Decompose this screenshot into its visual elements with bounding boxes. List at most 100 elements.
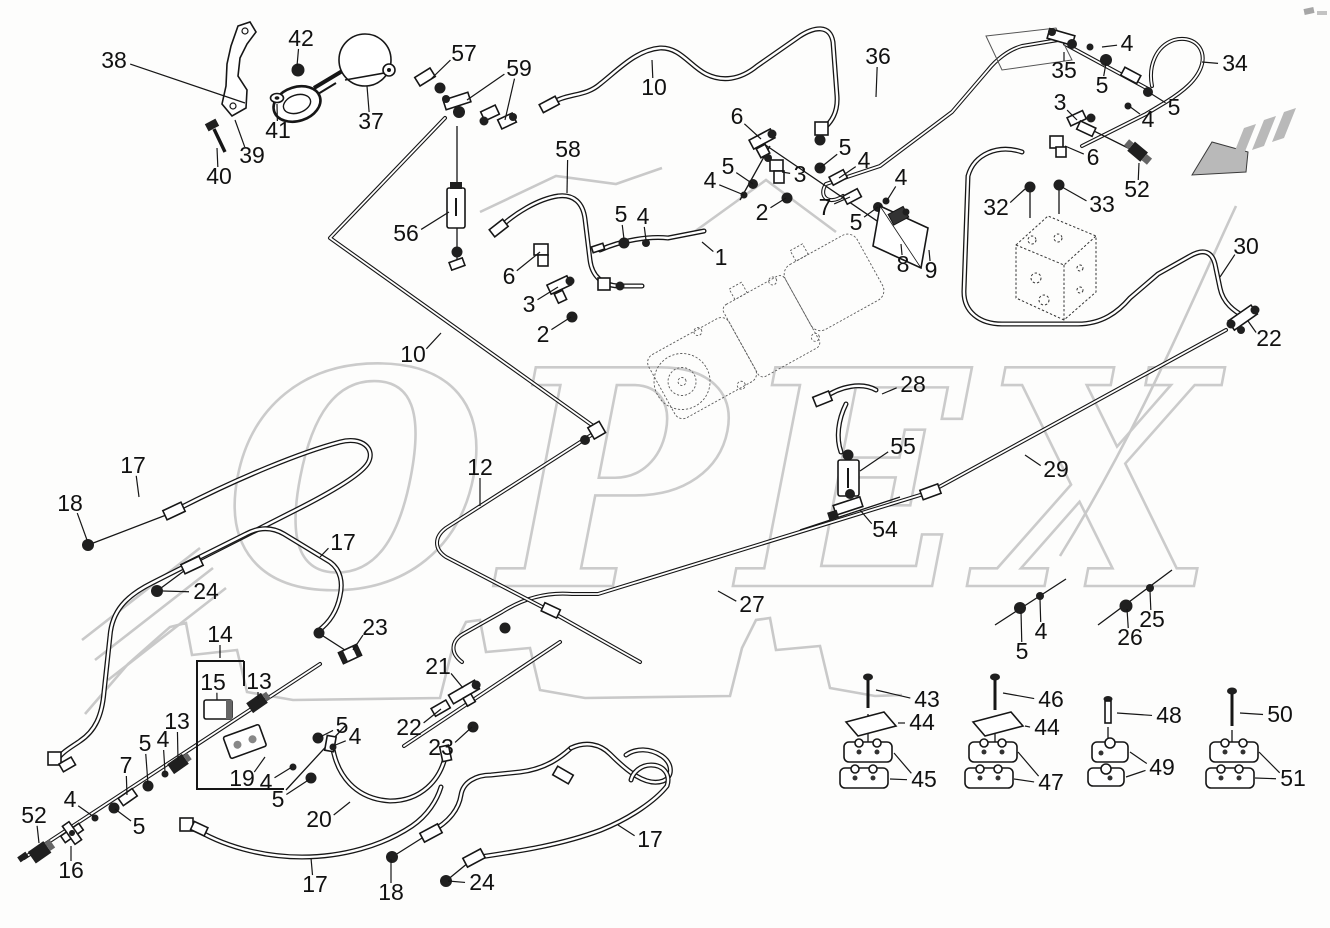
nut-17b-end xyxy=(313,627,325,639)
connector-23a xyxy=(337,643,363,665)
leader-line xyxy=(1024,725,1031,728)
clamp-assembly-50-51 xyxy=(1205,687,1259,789)
watermark-stripes-left xyxy=(81,546,227,682)
nut-26 xyxy=(1119,599,1133,613)
leader-line xyxy=(216,147,219,168)
nut-33 xyxy=(1053,179,1065,191)
cross-fitting-16 xyxy=(59,820,85,846)
leader-line xyxy=(1149,590,1152,611)
leader-line xyxy=(1013,778,1035,783)
leader-line xyxy=(352,634,364,651)
leader-line xyxy=(319,547,329,558)
nut-4j xyxy=(289,763,297,771)
sleeve-7 xyxy=(841,187,863,206)
nut-4k xyxy=(1036,592,1044,600)
leader-line xyxy=(1126,608,1129,629)
leader-line xyxy=(145,753,149,785)
nut-5i xyxy=(312,732,324,744)
nut-4d xyxy=(642,239,650,247)
leader-line xyxy=(875,689,911,699)
line-tip xyxy=(17,851,29,863)
nut-24a xyxy=(151,585,163,597)
sleeve-28 xyxy=(811,389,834,408)
leader-line xyxy=(366,85,370,113)
elbow-58-bottom xyxy=(597,277,625,291)
leader-line xyxy=(162,590,190,593)
leader-line xyxy=(425,332,442,350)
leader-line xyxy=(135,475,140,498)
sleeve-17a xyxy=(161,501,187,521)
leader-line xyxy=(176,731,179,761)
leader-line xyxy=(566,159,569,194)
leader-line xyxy=(1020,610,1023,643)
leader-line xyxy=(319,729,334,738)
leader-line xyxy=(893,752,912,774)
nut-24b xyxy=(440,875,452,887)
leader-line xyxy=(234,119,246,148)
leader-line xyxy=(466,73,505,101)
valve-block-32-33 xyxy=(1015,215,1097,321)
leader-lines xyxy=(36,44,1281,884)
leader-line xyxy=(1129,751,1148,765)
sleeve-24b xyxy=(461,847,487,869)
leader-line xyxy=(504,78,516,121)
leader-line xyxy=(430,59,451,80)
leader-line xyxy=(450,673,464,689)
leader-line xyxy=(333,801,351,816)
leader-line xyxy=(1219,254,1236,278)
leader-line xyxy=(889,778,908,781)
leader-line xyxy=(885,186,897,203)
tee-fitting-6-center xyxy=(747,127,777,159)
valve-9 xyxy=(887,205,910,226)
leader-line xyxy=(114,808,132,822)
leader-line xyxy=(875,66,878,98)
clamp-assembly-48-49 xyxy=(1087,696,1129,787)
pump-assembly-phantom xyxy=(647,233,885,420)
connector-13b xyxy=(167,752,192,775)
leader-line xyxy=(537,286,559,301)
connector-52c xyxy=(27,839,56,864)
leader-line xyxy=(1061,186,1087,202)
tee-fitting-22 xyxy=(1226,303,1260,334)
clamp-assembly-46-47 xyxy=(964,673,1025,789)
leader-line xyxy=(1254,777,1277,780)
leader-line xyxy=(838,166,857,179)
elbow-fitting-6c xyxy=(1049,135,1067,158)
tee-fitting-35 xyxy=(1046,27,1077,49)
leader-line xyxy=(743,123,762,140)
nut-5k xyxy=(1014,602,1026,614)
sleeve-12 xyxy=(540,601,562,620)
leader-line xyxy=(1103,62,1107,77)
leader-line xyxy=(1002,692,1035,700)
leader-line xyxy=(1201,61,1219,64)
sleeve-22b xyxy=(429,698,452,718)
leader-line xyxy=(643,226,647,241)
leader-line xyxy=(76,512,88,541)
leader-line xyxy=(928,249,931,262)
clamp-assembly-43-45 xyxy=(839,673,898,789)
leader-line xyxy=(719,184,745,196)
check-valve-55 xyxy=(837,449,860,497)
leader-line xyxy=(1009,188,1026,203)
leader-line xyxy=(447,880,466,884)
leader-line xyxy=(717,590,737,602)
nut-42 xyxy=(291,63,305,77)
leader-line xyxy=(310,857,314,876)
elbow-fitting-6b xyxy=(533,243,549,267)
leader-line xyxy=(1066,109,1078,121)
leader-line xyxy=(881,387,897,395)
sleeve-pipe10 xyxy=(538,95,561,114)
nut-23b xyxy=(467,721,479,733)
fitting-57 xyxy=(413,66,446,94)
leader-line xyxy=(332,740,346,747)
nut-4f xyxy=(1124,102,1132,110)
leader-line xyxy=(1125,769,1146,778)
leader-line xyxy=(1039,598,1042,623)
leader-line xyxy=(516,251,541,272)
sleeve-29 xyxy=(918,482,943,501)
nut-5h xyxy=(142,780,154,792)
nut-18b xyxy=(386,851,398,863)
nut-4h xyxy=(161,770,169,778)
elbow-17a-bottom xyxy=(47,751,77,773)
